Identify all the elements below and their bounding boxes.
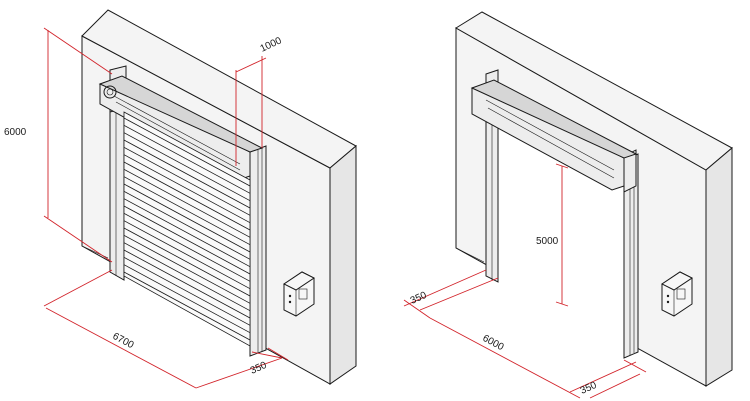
- left-door-curtain: [123, 111, 251, 347]
- right-roller-housing-top: [470, 79, 638, 159]
- right-control-box: [661, 271, 693, 317]
- curtain-slat: [123, 161, 251, 231]
- curtain-slat: [123, 220, 251, 290]
- curtain-slat: [123, 198, 251, 268]
- left-dim-side-label: 350: [249, 360, 269, 377]
- right-dim-side-left-label: 350: [409, 290, 429, 307]
- right-dim-height-label: 5000: [536, 236, 559, 247]
- curtain-slat: [123, 264, 251, 334]
- left-dimensions: [43, 27, 289, 389]
- curtain-slat: [123, 176, 251, 246]
- right-door-drawing: 5000 350 6000 350: [403, 11, 733, 399]
- left-dim-height-label: 6000: [4, 127, 27, 138]
- right-dim-width-label: 6000: [481, 333, 506, 353]
- curtain-slat: [123, 234, 251, 304]
- curtain-slat: [123, 183, 251, 253]
- left-dim-top-offset-label: 1000: [259, 35, 284, 55]
- right-wall-side: [705, 146, 733, 387]
- left-guide-rail-left: [109, 103, 125, 281]
- curtain-slat: [123, 154, 251, 224]
- left-control-box: [283, 271, 315, 317]
- curtain-slat: [123, 256, 251, 326]
- curtain-slat: [123, 168, 251, 238]
- curtain-slat: [123, 139, 251, 209]
- left-curtain-slats: [123, 117, 251, 341]
- curtain-slat: [123, 117, 251, 187]
- curtain-slat: [123, 227, 251, 297]
- curtain-slat: [123, 146, 251, 216]
- curtain-slat: [123, 124, 251, 194]
- right-dimensions: [403, 163, 647, 399]
- left-door-drawing: 6000 1000 6700 350: [4, 9, 357, 389]
- curtain-slat: [123, 212, 251, 282]
- left-wall-side: [329, 144, 357, 385]
- left-dim-width-label: 6700: [111, 331, 136, 351]
- curtain-slat: [123, 271, 251, 341]
- right-dim-side-right-label: 350: [579, 380, 599, 397]
- curtain-slat: [123, 205, 251, 275]
- curtain-slat: [123, 249, 251, 319]
- curtain-slat: [123, 190, 251, 260]
- curtain-slat: [123, 242, 251, 312]
- curtain-slat: [123, 132, 251, 202]
